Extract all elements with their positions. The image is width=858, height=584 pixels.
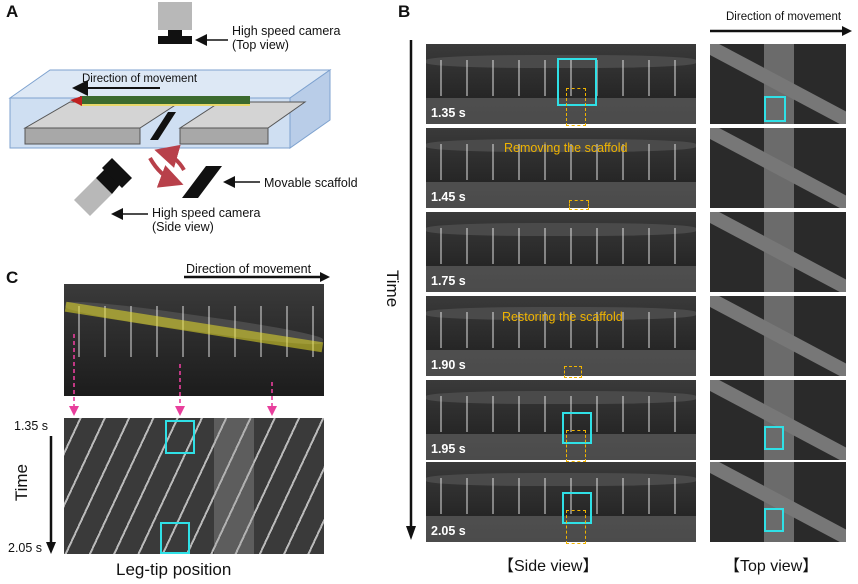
- label-direction-c: Direction of movement: [186, 262, 312, 276]
- side-highlight-6: [562, 492, 592, 524]
- kymo-highlight-1: [165, 420, 195, 454]
- side-time-2: 1.45 s: [431, 190, 466, 204]
- scaffold-outline-4: [564, 366, 582, 378]
- side-highlight-1: [557, 58, 597, 106]
- label-side-view: 【Side view】: [498, 558, 599, 575]
- side-time-1: 1.35 s: [431, 106, 466, 120]
- label-t-start: 1.35 s: [14, 419, 49, 433]
- side-time-6: 2.05 s: [431, 524, 466, 538]
- scaffold-outline-1: [566, 88, 586, 126]
- top-frame-2: [710, 128, 846, 208]
- label-direction-a: Direction of movement: [82, 73, 198, 85]
- label-scaffold: Movable scaffold: [264, 176, 358, 190]
- label-direction-b: Direction of movement: [726, 11, 842, 23]
- side-frame-2: 1.45 s: [426, 128, 696, 208]
- side-time-3: 1.75 s: [431, 274, 466, 288]
- caption-removing: Removing the scaffold: [504, 141, 628, 155]
- panel-label-a: A: [6, 2, 19, 21]
- top-camera-icon: [158, 2, 192, 44]
- label-camera-top-2: (Top view): [232, 38, 289, 52]
- top-frame-6: [710, 462, 846, 542]
- panel-label-b: B: [398, 2, 411, 21]
- panel-a-diagram: [8, 2, 332, 220]
- top-frame-1: [710, 44, 846, 124]
- caption-restoring: Restoring the scaffold: [502, 310, 623, 324]
- time-arrow-b: [406, 40, 416, 540]
- side-highlight-5: [562, 412, 592, 444]
- pink-arrows: [69, 334, 277, 416]
- panel-c-photo: [64, 284, 324, 396]
- top-frame-3: [710, 212, 846, 292]
- label-time-c: Time: [12, 464, 31, 502]
- kymo-highlight-2: [160, 522, 190, 554]
- side-frame-4: 1.90 s: [426, 296, 696, 376]
- time-arrow-c: [46, 436, 56, 554]
- side-frame-3: 1.75 s: [426, 212, 696, 292]
- top-frame-5: [710, 380, 846, 460]
- side-time-5: 1.95 s: [431, 442, 466, 456]
- scaffold-outline-6: [566, 510, 586, 544]
- direction-arrow-b: [710, 26, 852, 36]
- top-frame-4: [710, 296, 846, 376]
- side-frame-5: 1.95 s: [426, 380, 696, 460]
- label-top-view: 【Top view】: [724, 558, 819, 575]
- top-highlight-5: [764, 426, 784, 450]
- label-camera-top-1: High speed camera: [232, 24, 341, 38]
- top-highlight-1: [764, 96, 786, 122]
- scaffold-outline-2: [569, 200, 589, 210]
- side-time-4: 1.90 s: [431, 358, 466, 372]
- scaffold-outline-5: [566, 430, 586, 462]
- label-time-b: Time: [383, 270, 402, 308]
- kymograph: [64, 418, 324, 554]
- side-frame-1: 1.35 s: [426, 44, 696, 124]
- label-camera-side-2: (Side view): [152, 220, 214, 234]
- panel-label-c: C: [6, 268, 19, 287]
- label-leg-tip: Leg-tip position: [116, 560, 232, 579]
- top-highlight-6: [764, 508, 784, 532]
- label-t-end: 2.05 s: [8, 541, 43, 555]
- side-camera-icon: [74, 158, 132, 216]
- direction-arrow-c: [184, 272, 330, 282]
- label-camera-side-1: High speed camera: [152, 206, 261, 220]
- side-frame-6: 2.05 s: [426, 462, 696, 542]
